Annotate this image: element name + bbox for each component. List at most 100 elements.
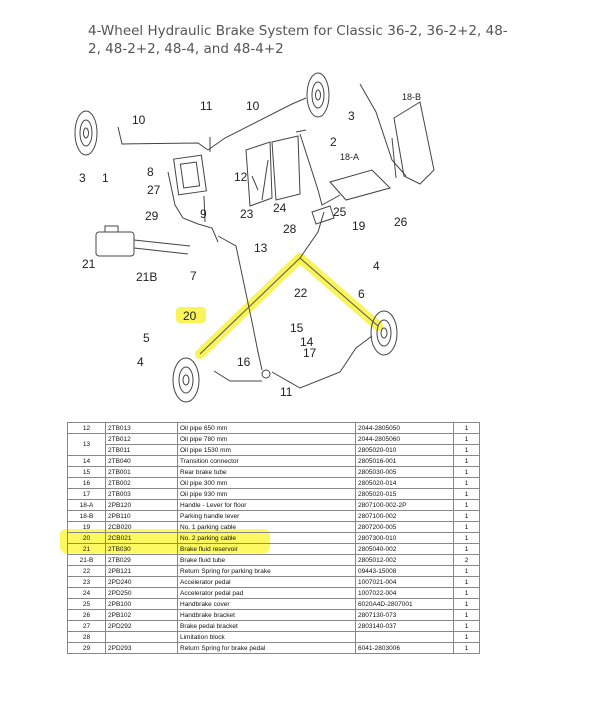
cell-code: 2TB002 <box>105 477 178 489</box>
cell-qty: 1 <box>453 620 480 632</box>
cell-code: 2PB121 <box>105 565 178 577</box>
cell-desc: Brake fluid tube <box>177 554 356 566</box>
cell-qty: 1 <box>453 521 480 533</box>
cell-desc: Handbrake bracket <box>177 609 356 621</box>
highlight-label-20 <box>176 307 206 323</box>
cell-no: 26 <box>67 609 106 621</box>
cell-desc: Oil pipe 930 mm <box>177 488 356 500</box>
brake-drum-rear-left <box>172 357 200 403</box>
callout-11-bottom: 11 <box>280 385 293 399</box>
callout-22: 22 <box>294 286 308 300</box>
handbrake-lever <box>299 133 341 206</box>
callout-29: 29 <box>145 209 159 223</box>
handbrake-cover <box>329 169 391 201</box>
cell-qty: 1 <box>453 488 480 500</box>
cell-qty: 1 <box>453 466 480 478</box>
cell-qty: 1 <box>453 598 480 610</box>
cell-part: 2044-2805060 <box>355 433 454 445</box>
callout-10: 10 <box>132 113 146 127</box>
cell-code: 2TB029 <box>105 554 178 566</box>
brake-pedal <box>173 154 207 196</box>
cell-part: 2044-2805050 <box>355 422 454 434</box>
cell-part: 2805040-002 <box>355 543 454 555</box>
cell-qty: 1 <box>453 543 480 555</box>
cell-code: 2PB110 <box>105 510 178 522</box>
callout-25: 25 <box>333 205 347 219</box>
cell-code: 2PD293 <box>105 642 178 654</box>
callout-26: 26 <box>394 215 408 229</box>
accelerator-pad <box>271 135 301 201</box>
cell-qty: 1 <box>453 576 480 588</box>
limitation-block <box>311 205 335 225</box>
cell-qty: 1 <box>453 587 480 599</box>
callout-3: 3 <box>79 171 86 185</box>
cell-no: 18-B <box>67 510 106 522</box>
cell-qty: 1 <box>453 532 480 544</box>
cell-desc: Handle - Lever for floor <box>177 499 356 511</box>
callout-11: 11 <box>200 99 213 113</box>
cell-part: 2805012-002 <box>355 554 454 566</box>
cell-code: 2TB003 <box>105 488 178 500</box>
cell-no: 22 <box>67 565 106 577</box>
brake-line-16 <box>213 370 262 382</box>
cell-part: 2805020-010 <box>355 444 454 456</box>
cell-qty: 1 <box>453 433 480 445</box>
cell-code: 2TB013 <box>105 422 178 434</box>
cell-no: 21 <box>67 543 106 555</box>
cell-no: 12 <box>67 422 106 434</box>
cell-desc: Oil pipe 1530 mm <box>177 444 356 456</box>
cell-code: 2TB001 <box>105 466 178 478</box>
cell-no: 20 <box>67 532 106 544</box>
cell-no: 24 <box>67 587 106 599</box>
cell-desc: Return Spring for brake pedal <box>177 642 356 654</box>
callout-24: 24 <box>273 201 287 215</box>
callout-17: 17 <box>303 346 317 360</box>
cell-part: 2807100-002-2P <box>355 499 454 511</box>
callout-27: 27 <box>147 183 161 197</box>
callout-23: 23 <box>240 207 254 221</box>
callout-18b: 18-B <box>402 92 421 102</box>
callout-3-right: 3 <box>348 109 355 123</box>
callout-16: 16 <box>237 355 251 369</box>
cell-no: 17 <box>67 488 106 500</box>
cell-desc: Limitation block <box>177 631 356 643</box>
handbrake-bracket <box>393 101 435 185</box>
cell-qty: 1 <box>453 422 480 434</box>
cell-no: 15 <box>67 466 106 478</box>
brake-drum-front-left <box>74 110 98 156</box>
callout-13: 13 <box>254 241 268 255</box>
cell-desc: No. 2 parking cable <box>177 532 356 544</box>
cell-code: 2PB120 <box>105 499 178 511</box>
cell-part: 2805020-015 <box>355 488 454 500</box>
callout-19: 19 <box>352 219 366 233</box>
callout-15: 15 <box>290 321 304 335</box>
cell-no: 21-B <box>67 554 106 566</box>
cell-code <box>105 631 178 643</box>
cell-desc: Accelerator pedal <box>177 576 356 588</box>
callout-4-right: 4 <box>373 259 380 273</box>
callout-1: 1 <box>102 171 109 185</box>
cell-part: 2807200-005 <box>355 521 454 533</box>
cell-desc: Oil pipe 300 mm <box>177 477 356 489</box>
cell-no: 14 <box>67 455 106 467</box>
cell-desc: Accelerator pedal pad <box>177 587 356 599</box>
cell-part: 6020A4D-2807001 <box>355 598 454 610</box>
cell-desc: No. 1 parking cable <box>177 521 356 533</box>
callout-14: 14 <box>300 335 314 349</box>
cell-part: 2807100-002 <box>355 510 454 522</box>
cell-no: 28 <box>67 631 106 643</box>
cell-code: 2CB020 <box>105 521 178 533</box>
